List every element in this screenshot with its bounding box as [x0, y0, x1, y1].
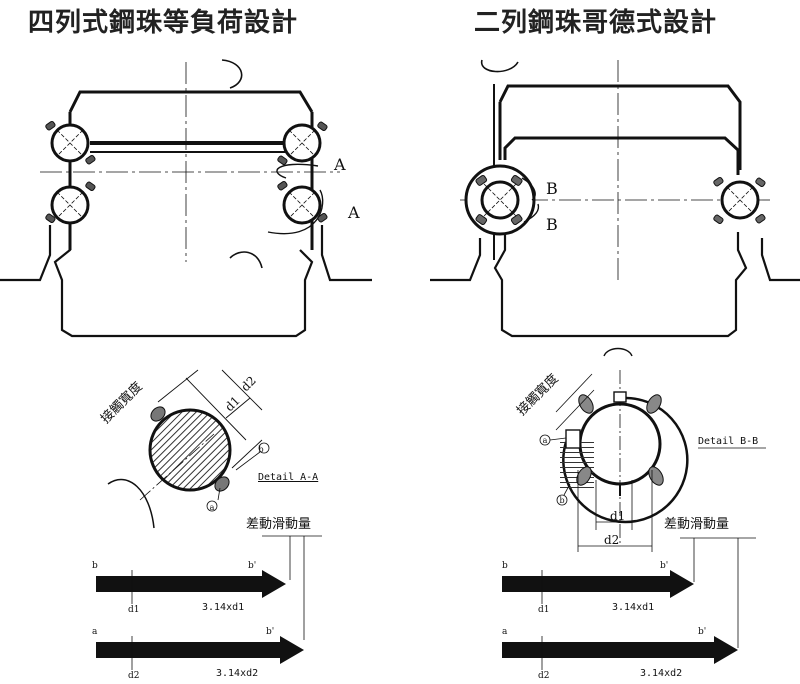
gothic-ball-right — [713, 176, 766, 225]
right-arrow-d1-tick: d1 — [538, 605, 550, 615]
detail-b-point-b: b — [559, 496, 564, 505]
left-arrow-d1-start: b — [92, 561, 98, 571]
arrow-label-b2: B — [546, 215, 558, 234]
left-arrow-d2-tick: d2 — [128, 671, 140, 681]
arrow-label-a1: A — [333, 155, 346, 174]
left-arrow-d1: b b' d1 3.14xd1 — [92, 561, 286, 615]
detail-b-point-a: a — [543, 436, 548, 445]
detail-a-contact-width: 接觸寬度 — [98, 379, 146, 427]
four-row-bearing-section: A A — [0, 59, 372, 338]
left-arrow-d1-formula: 3.14xd1 — [202, 602, 244, 613]
gothic-ball-left — [464, 164, 536, 236]
detail-a-point-b: b — [258, 445, 263, 454]
detail-b-caption: Detail B-B — [698, 436, 758, 447]
ball-top-left — [45, 120, 96, 165]
right-arrow-d1-formula: 3.14xd1 — [612, 602, 654, 613]
arrow-label-b1: B — [546, 179, 558, 198]
detail-b-slip: 差動滑動量 — [664, 517, 729, 532]
detail-a-point-a: a — [210, 503, 215, 512]
arrow-label-a2: A — [347, 203, 360, 222]
detail-a-a: d2 d1 b a 接觸寬度 Detail A-A 差動滑動量 — [98, 369, 322, 640]
detail-a-caption: Detail A-A — [258, 472, 318, 483]
left-arrow-d2-formula: 3.14xd2 — [216, 668, 258, 679]
left-arrow-d1-end: b' — [248, 561, 256, 571]
right-arrow-d2-start: a — [502, 627, 508, 637]
right-arrow-d2-tick: d2 — [538, 671, 550, 681]
detail-b-d1: d1 — [610, 509, 625, 523]
right-arrow-d1: b b' d1 3.14xd1 — [502, 561, 694, 615]
detail-a-d2: d2 — [238, 373, 259, 394]
title-four-row: 四列式鋼珠等負荷設計 — [28, 8, 299, 38]
right-arrow-d1-start: b — [502, 561, 508, 571]
ball-bottom-right — [277, 180, 328, 225]
left-arrow-d2: a b' d2 3.14xd2 — [92, 627, 304, 681]
right-arrow-d2-formula: 3.14xd2 — [640, 668, 682, 679]
detail-b-d2: d2 — [604, 533, 619, 547]
title-two-row: 二列鋼珠哥德式設計 — [474, 8, 718, 38]
ball-top-right — [277, 121, 328, 166]
left-arrow-d2-start: a — [92, 627, 98, 637]
left-arrow-d2-end: b' — [266, 627, 274, 637]
detail-a-d1: d1 — [222, 393, 243, 414]
detail-a-slip: 差動滑動量 — [246, 517, 311, 532]
rotation-arrow-top — [221, 59, 243, 89]
detail-b-contact-width: 接觸寬度 — [514, 371, 562, 419]
right-arrow-d1-end: b' — [660, 561, 668, 571]
ball-bottom-left — [45, 181, 96, 225]
right-arrow-d2-end: b' — [698, 627, 706, 637]
two-row-bearing-section: B B — [430, 59, 800, 338]
left-arrow-d1-tick: d1 — [128, 605, 140, 615]
right-arrow-d2: a b' d2 3.14xd2 — [502, 627, 738, 681]
